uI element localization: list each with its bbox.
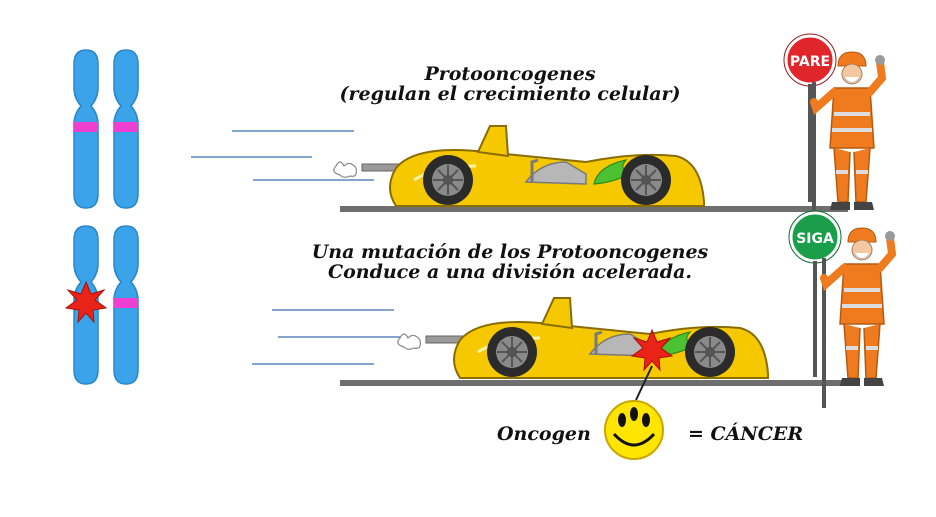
caption-mutation: Una mutación de los Protooncogenes Condu… [280,242,740,282]
chromosome-pair-mutated [65,225,139,385]
speed-lines-top [191,130,374,181]
road-top [340,206,848,212]
sign-pole [808,84,812,202]
stop-sign-icon: PARE [783,33,837,87]
oncogen-label: Oncogen [497,423,591,445]
race-car-icon [396,296,770,380]
chromosome-pair-normal [73,49,139,209]
caption-line: Una mutación de los Protooncogenes [311,241,709,263]
speed-lines-bottom [252,309,400,365]
caption-line: Protooncogenes [424,63,596,85]
sign-pole [813,261,817,377]
caption-protooncogenes: Protooncogenes (regulan el crecimiento c… [300,64,720,104]
magenta-band [114,122,138,132]
pointer-line [635,365,653,401]
go-sign-label: SIGA [796,231,834,247]
magenta-band [114,298,138,308]
smiley-icon [604,400,664,460]
race-car-icon [332,124,706,208]
caption-line: (regulan el crecimiento celular) [339,83,681,105]
road-bottom [340,380,848,386]
magenta-band [74,122,98,132]
stop-sign-label: PARE [790,54,830,70]
go-sign-icon: SIGA [788,210,842,264]
caption-line: Conduce a una división acelerada. [327,261,693,283]
cancer-label: = CÁNCER [688,423,804,445]
